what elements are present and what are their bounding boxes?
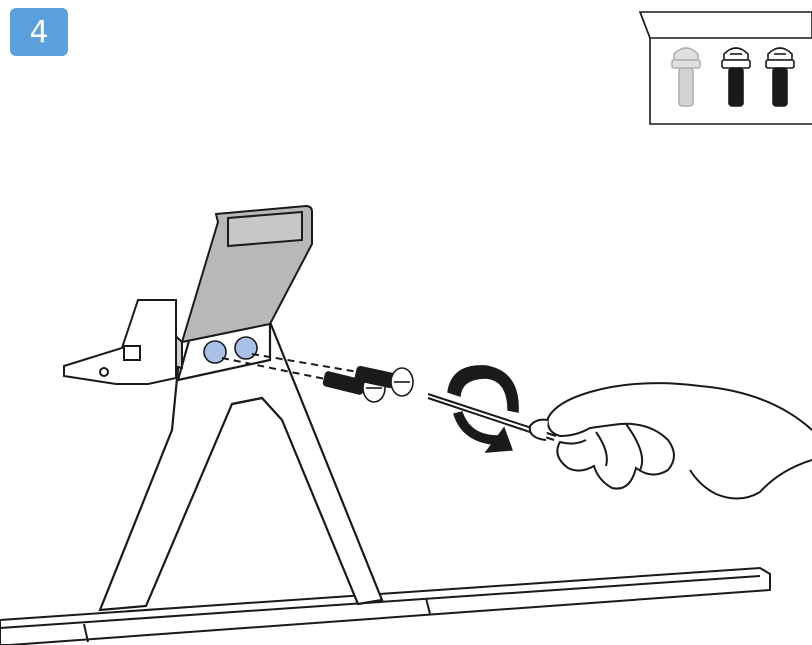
bracket-base-plate — [64, 300, 176, 384]
screw-unused-icon — [672, 48, 700, 106]
screw-used-icon — [766, 48, 794, 106]
mounting-hole-left — [204, 341, 226, 363]
mounting-hole-right — [235, 337, 257, 359]
hand-icon — [530, 383, 812, 498]
screw-used-icon — [722, 48, 750, 106]
screw-assembly — [323, 366, 413, 402]
screw-parts-box — [640, 12, 812, 124]
